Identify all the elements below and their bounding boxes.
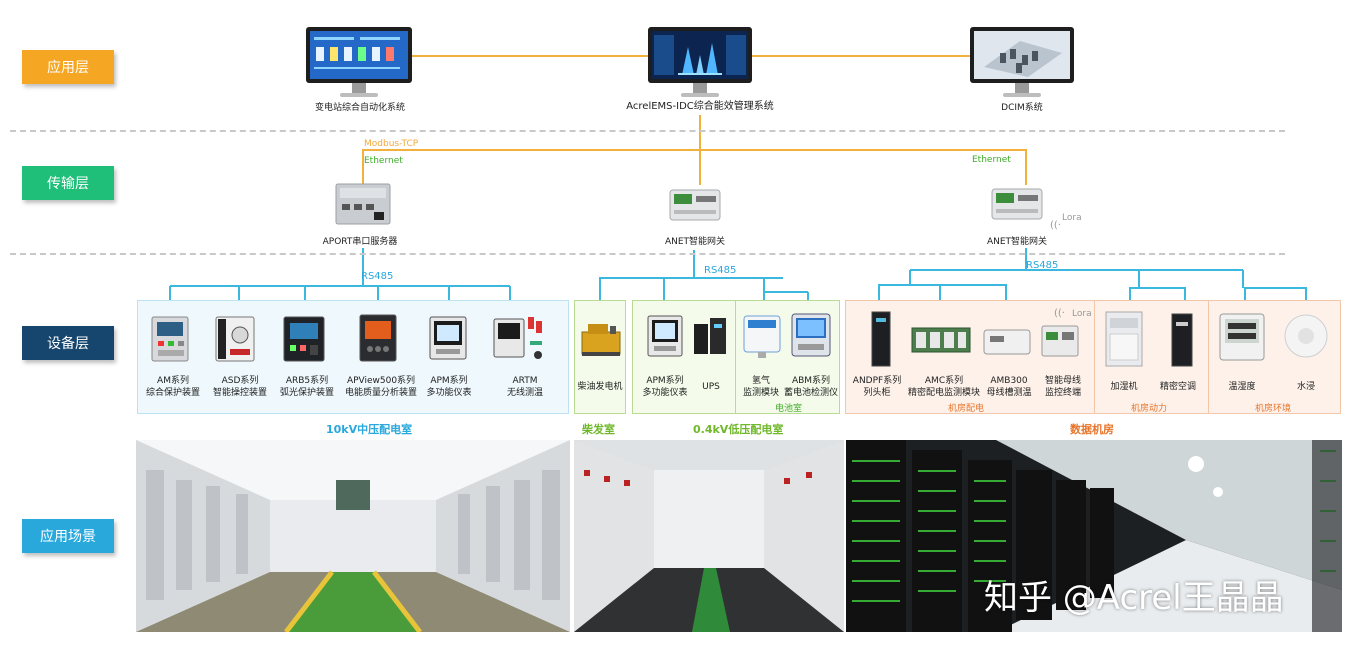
rs485-mid: RS485: [704, 265, 737, 276]
aport-server-icon: [334, 180, 392, 226]
layer-application: 应用层: [22, 50, 114, 84]
anet-gateway-right-icon: [990, 183, 1044, 223]
apm-lv-device-label: APM系列多功能仪表: [642, 376, 688, 398]
amc-device-label: AMC系列精密配电监测模块: [907, 376, 980, 398]
busbar-terminal-icon: [1040, 318, 1080, 358]
hydrogen-module-icon: [742, 312, 782, 358]
ups-device-icon: [692, 316, 728, 356]
diesel-generator-label: 柴油发电机: [577, 382, 623, 392]
anet-mid-label: ANET智能网关: [664, 237, 726, 247]
lora-device-wifi-icon: ((·: [1054, 308, 1065, 319]
water-leak-icon: [1282, 312, 1330, 360]
protocol-ethernet-left: Ethernet: [364, 156, 403, 166]
humidifier-icon: [1104, 310, 1144, 368]
dc-power-label: 机房配电: [948, 404, 985, 414]
anet-gateway-mid-icon: [668, 184, 722, 224]
precision-ac-label: 精密空调: [1159, 382, 1196, 392]
ups-device-label: UPS: [702, 382, 720, 392]
zone-title-lv: 0.4kV低压配电室: [693, 423, 784, 436]
photo-datacenter: [846, 440, 1342, 632]
zone-battery: [735, 300, 840, 414]
humidifier-label: 加湿机: [1110, 382, 1138, 392]
amc-device-icon: [910, 322, 972, 358]
photo-10kv-room: [136, 440, 570, 632]
thermo-hygro-icon: [1218, 312, 1266, 362]
zone-title-diesel: 柴发室: [582, 423, 615, 436]
thermo-hygro-label: 温湿度: [1228, 382, 1256, 392]
andpf-device-label: ANDPF系列列头柜: [852, 376, 902, 398]
zone-dc-dynamic: [1094, 300, 1209, 414]
precision-ac-icon: [1170, 312, 1194, 368]
rs485-right: RS485: [1026, 260, 1059, 271]
protocol-modbus: Modbus-TCP: [364, 139, 419, 149]
monitor-substation: [306, 27, 412, 99]
asd-device-icon: [214, 315, 256, 363]
system-ems-label: AcrelEMS-IDC综合能效管理系统: [626, 101, 774, 112]
anet-right-label: ANET智能网关: [986, 237, 1048, 247]
abm-device-label: ABM系列蓄电池检测仪: [783, 376, 838, 398]
dc-dynamic-label: 机房动力: [1131, 404, 1168, 414]
dc-env-label: 机房环境: [1255, 404, 1292, 414]
battery-room-label: 电池室: [775, 404, 803, 414]
am-device-label: AM系列综合保护装置: [145, 376, 200, 398]
layer-device: 设备层: [22, 326, 114, 360]
diesel-generator-icon: [580, 318, 622, 358]
protocol-ethernet-right: Ethernet: [972, 155, 1011, 165]
system-substation-label: 变电站综合自动化系统: [314, 103, 405, 113]
abm-device-icon: [790, 312, 832, 358]
apm-lv-device-icon: [646, 314, 684, 358]
arb5-device-label: ARB5系列弧光保护装置: [279, 376, 334, 398]
rs485-left: RS485: [361, 271, 394, 282]
hydrogen-module-label: 氢气监测模块: [742, 376, 779, 398]
amb300-device-icon: [982, 324, 1032, 358]
aport-label: APORT串口服务器: [322, 237, 398, 247]
protocol-lora-device: Lora: [1072, 309, 1092, 319]
watermark: 知乎 @Acrel王晶晶: [984, 578, 1284, 618]
am-device-icon: [150, 315, 190, 363]
apview500-device-label: APView500系列电能质量分析装置: [344, 376, 417, 398]
busbar-terminal-label: 智能母线监控终端: [1044, 376, 1081, 398]
wireless-icon: ((·: [1050, 220, 1061, 231]
andpf-device-icon: [870, 310, 892, 368]
apview500-device-icon: [358, 313, 398, 363]
zone-title-10kv: 10kV中压配电室: [326, 423, 413, 436]
zone-diesel: [574, 300, 626, 414]
arb5-device-icon: [282, 315, 326, 363]
separator-2: [10, 253, 1285, 255]
water-leak-label: 水浸: [1296, 382, 1315, 392]
apm-10kv-device-icon: [428, 315, 468, 361]
photo-lv-room: [574, 440, 844, 632]
layer-transmission: 传输层: [22, 166, 114, 200]
zone-title-datacenter: 数据机房: [1070, 423, 1114, 436]
apm-10kv-device-label: APM系列多功能仪表: [426, 376, 472, 398]
asd-device-label: ASD系列智能操控装置: [212, 376, 267, 398]
separator-1: [10, 130, 1285, 132]
protocol-lora-gateway: Lora: [1062, 213, 1082, 223]
artm-device-icon: [492, 313, 548, 363]
monitor-dcim: [970, 27, 1074, 99]
system-dcim-label: DCIM系统: [1001, 103, 1043, 113]
monitor-ems: [648, 27, 752, 99]
layer-scene: 应用场景: [22, 519, 114, 553]
